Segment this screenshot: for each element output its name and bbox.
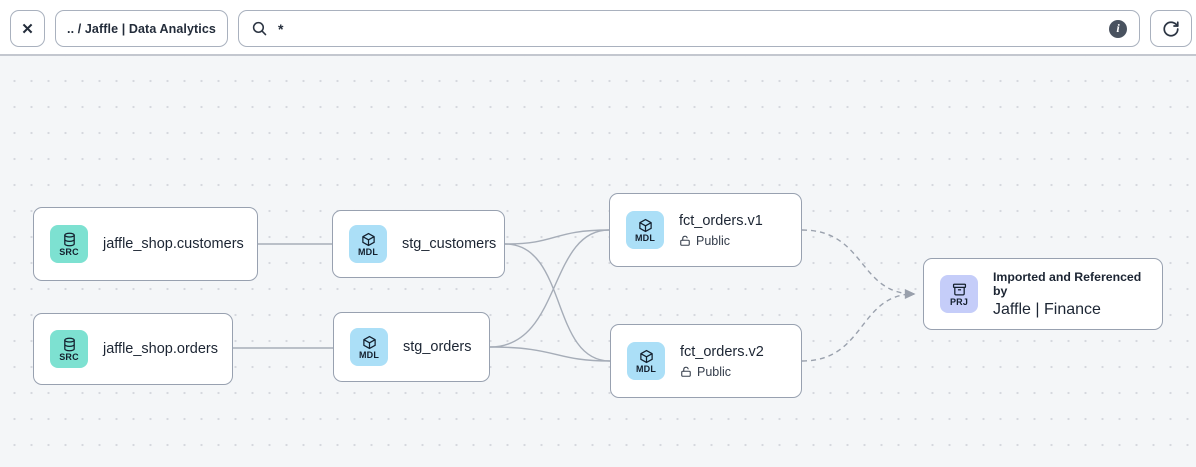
- visibility-label: Public: [696, 233, 731, 248]
- source-tile: SRC: [50, 330, 88, 368]
- model-tile: MDL: [626, 211, 664, 249]
- edge-stg-customers-fct-v1: [504, 229, 610, 245]
- node-stg-orders[interactable]: MDL stg_orders: [333, 312, 490, 382]
- node-src-customers[interactable]: SRC jaffle_shop.customers: [33, 207, 258, 281]
- node-label: jaffle_shop.customers: [103, 235, 244, 252]
- node-stg-customers[interactable]: MDL stg_customers: [332, 210, 505, 278]
- edge-stg-orders-fct-v2: [489, 346, 611, 362]
- node-type-badge: MDL: [635, 363, 657, 374]
- model-tile: MDL: [627, 342, 665, 380]
- database-icon: [63, 232, 75, 246]
- node-type-badge: MDL: [358, 349, 380, 360]
- source-tile: SRC: [50, 225, 88, 263]
- info-icon[interactable]: i: [1109, 19, 1127, 38]
- node-src-orders[interactable]: SRC jaffle_shop.orders: [33, 313, 233, 385]
- edge-stg-orders-fct-v1: [489, 229, 610, 348]
- search-icon: [252, 21, 267, 36]
- node-fct-orders-v2[interactable]: MDL fct_orders.v2 Public: [610, 324, 802, 398]
- node-type-badge: SRC: [59, 246, 79, 257]
- archive-icon: [952, 283, 966, 295]
- node-type-badge: MDL: [357, 246, 379, 257]
- unlock-icon: [680, 235, 690, 246]
- unlock-icon: [681, 366, 691, 377]
- edge-stg-customers-fct-v2: [504, 243, 611, 362]
- lineage-canvas[interactable]: SRC jaffle_shop.customers SRC jaffle_sho…: [0, 56, 1196, 467]
- cube-icon: [639, 349, 653, 363]
- node-label: Jaffle | Finance: [993, 300, 1101, 318]
- node-label: stg_orders: [403, 338, 472, 355]
- edge-fct-v1-project: [801, 229, 916, 299]
- edge-fct-v2-project: [801, 289, 916, 362]
- breadcrumb-label: .. / Jaffle | Data Analytics: [67, 21, 216, 36]
- project-tile: PRJ: [940, 275, 978, 313]
- visibility-label: Public: [697, 364, 732, 379]
- close-icon: ✕: [21, 20, 34, 38]
- breadcrumb[interactable]: .. / Jaffle | Data Analytics: [55, 10, 228, 47]
- close-button[interactable]: ✕: [10, 10, 45, 47]
- cube-icon: [361, 232, 375, 246]
- model-tile: MDL: [349, 225, 387, 263]
- search-box[interactable]: i: [238, 10, 1140, 47]
- model-tile: MDL: [350, 328, 388, 366]
- cube-icon: [362, 335, 376, 349]
- node-label: stg_customers: [402, 235, 497, 252]
- refresh-icon: [1163, 20, 1179, 37]
- search-input[interactable]: [268, 11, 1109, 46]
- node-project-finance[interactable]: PRJ Imported and Referenced by Jaffle | …: [923, 258, 1163, 330]
- node-type-badge: MDL: [634, 232, 656, 243]
- node-label: jaffle_shop.orders: [103, 340, 219, 357]
- refresh-button[interactable]: [1150, 10, 1192, 47]
- node-type-badge: PRJ: [949, 296, 969, 307]
- node-fct-orders-v1[interactable]: MDL fct_orders.v1 Public: [609, 193, 802, 267]
- toolbar: ✕ .. / Jaffle | Data Analytics i: [0, 0, 1196, 56]
- node-subtitle: Imported and Referenced by: [993, 269, 1142, 298]
- node-type-badge: SRC: [59, 351, 79, 362]
- database-icon: [63, 337, 75, 351]
- cube-icon: [638, 218, 652, 232]
- node-label: fct_orders.v2: [680, 344, 764, 361]
- node-label: fct_orders.v1: [679, 213, 763, 230]
